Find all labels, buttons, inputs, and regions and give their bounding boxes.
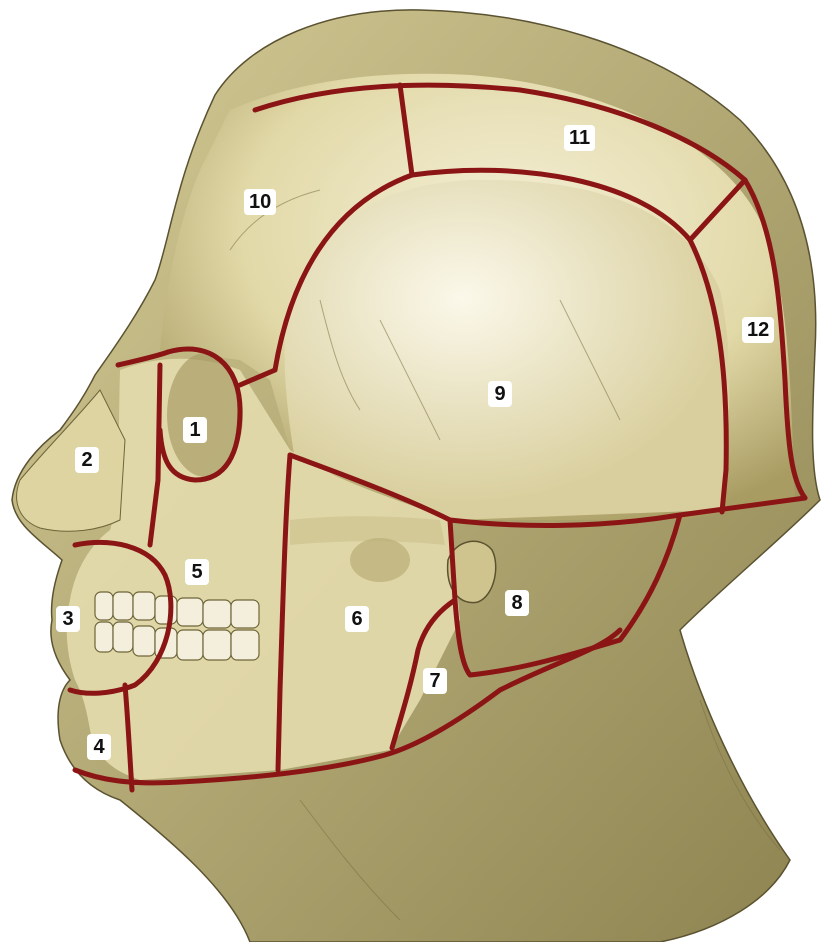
region-label-4: 4 xyxy=(87,734,111,760)
region-label-5: 5 xyxy=(185,559,209,585)
region-label-10: 10 xyxy=(244,189,276,215)
region-label-2: 2 xyxy=(75,447,99,473)
region-label-11: 11 xyxy=(564,125,595,151)
region-label-3: 3 xyxy=(56,606,80,632)
region-label-12: 12 xyxy=(742,317,774,343)
region-label-8: 8 xyxy=(505,590,529,616)
region-label-1: 1 xyxy=(183,417,207,443)
temporal-fossa-surface xyxy=(285,180,730,520)
region-label-7: 7 xyxy=(423,668,447,694)
region-label-6: 6 xyxy=(345,606,369,632)
region-label-9: 9 xyxy=(488,381,512,407)
